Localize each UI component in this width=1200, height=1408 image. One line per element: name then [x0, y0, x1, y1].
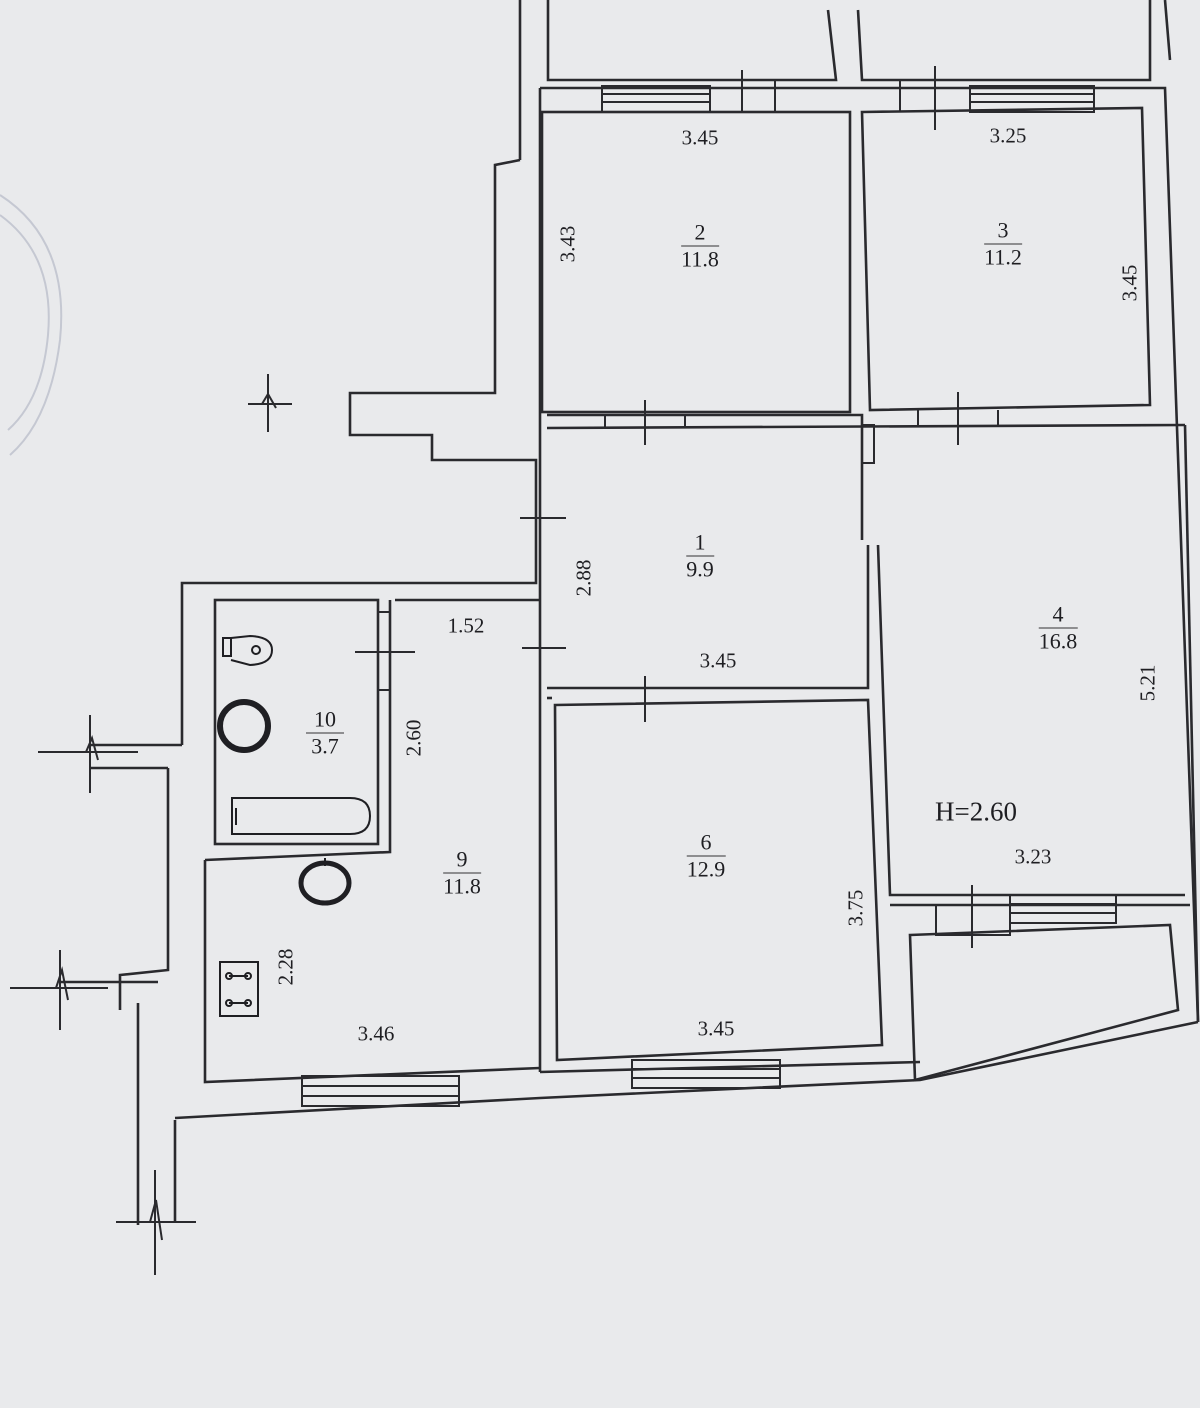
room3-depth: 3.45	[1117, 264, 1142, 302]
stamp-mark	[0, 194, 63, 456]
section-mark-4	[116, 1170, 196, 1275]
sink-icon	[217, 699, 271, 753]
room-1-label: 1 9.9	[686, 530, 714, 583]
room-9-label: 9 11.8	[443, 847, 481, 900]
room-6-walls	[553, 698, 884, 1062]
kitchen-width: 3.46	[357, 1021, 395, 1046]
stove-icon	[219, 961, 259, 1017]
room2-depth: 3.43	[555, 225, 580, 263]
room-3-label: 3 11.2	[984, 218, 1022, 271]
room1-depth: 2.88	[571, 559, 596, 597]
room-1-number: 1	[686, 530, 714, 557]
window-room-4	[1009, 894, 1117, 924]
bathroom-walls	[213, 598, 540, 850]
kitchen-sink-icon	[298, 858, 352, 906]
room-10-area: 3.7	[311, 733, 339, 759]
bath-depth: 2.60	[401, 719, 426, 757]
balcony-top-left	[518, 0, 838, 160]
corridor-walls	[546, 413, 1186, 700]
room-3-area: 11.2	[984, 244, 1022, 270]
window-room-6	[631, 1059, 781, 1089]
room6-width: 3.45	[697, 1016, 735, 1041]
room-10-number: 10	[306, 707, 344, 734]
toilet-icon	[222, 634, 274, 667]
room-10-label: 10 3.7	[306, 707, 344, 760]
room-6-label: 6 12.9	[686, 830, 726, 883]
room1-width: 3.45	[699, 648, 737, 673]
ceiling-height: H=2.60	[935, 796, 1017, 827]
corridor-width: 1.52	[447, 613, 485, 638]
room-9-area: 11.8	[443, 873, 481, 899]
room-1-area: 9.9	[686, 556, 714, 582]
window-top-left	[601, 85, 711, 113]
room-6-area: 12.9	[686, 856, 726, 882]
room-4-number: 4	[1038, 602, 1078, 629]
room-2-area: 11.8	[681, 246, 719, 272]
kitchen-walls	[203, 850, 541, 1084]
room-2-label: 2 11.8	[681, 220, 719, 273]
room2-width: 3.45	[681, 125, 719, 150]
room3-width: 3.25	[989, 123, 1027, 148]
balcony-top-right	[856, 0, 1172, 82]
room-2-number: 2	[681, 220, 719, 247]
room-3-number: 3	[984, 218, 1022, 245]
window-kitchen	[301, 1075, 460, 1107]
door-marks	[355, 66, 1011, 948]
outer-walls	[60, 86, 1200, 1225]
section-mark-3	[10, 950, 108, 1030]
section-mark-2	[38, 715, 138, 793]
room4-width: 3.23	[1014, 844, 1052, 869]
room-3-walls	[860, 106, 1152, 412]
kitchen-depth: 2.28	[273, 948, 298, 986]
room6-depth: 3.75	[843, 889, 868, 927]
room-4-area: 16.8	[1038, 628, 1078, 654]
section-mark-1	[248, 374, 292, 432]
room-9-number: 9	[443, 847, 481, 874]
room4-depth: 5.21	[1135, 664, 1160, 702]
room-4-label: 4 16.8	[1038, 602, 1078, 655]
bathtub-icon	[231, 797, 372, 835]
bottom-right-balcony	[908, 923, 1180, 1082]
window-top-right	[969, 85, 1095, 113]
room-6-number: 6	[686, 830, 726, 857]
